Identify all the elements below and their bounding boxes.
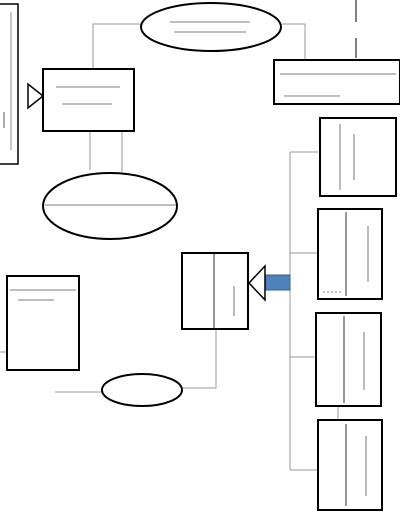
entity-center-box (181, 252, 249, 330)
entity-right-2-box (317, 208, 383, 300)
connectors (0, 23, 339, 471)
entity-top-center-box (42, 68, 135, 132)
ellipse-left-middle (42, 172, 178, 240)
ellipse-top (140, 2, 282, 52)
ellipse-bottom (101, 373, 183, 407)
entity-left-lower (6, 275, 80, 371)
entity-right-2 (317, 208, 383, 300)
entity-right-3-box (315, 312, 382, 407)
entity-left-edge (0, 3, 19, 165)
ellipse-top-shape (140, 2, 282, 52)
blue-block-arrow-shaft (263, 274, 291, 291)
entity-center (181, 252, 249, 330)
entity-top-right (273, 59, 400, 105)
hollow-triangle-arrow-icon (27, 82, 45, 110)
entity-right-4-box (317, 419, 383, 511)
connector-ellipse-to-top-right (282, 23, 306, 60)
blue-block-arrow-head (247, 264, 266, 302)
entity-left-lower-box (6, 275, 80, 371)
entity-right-1 (319, 117, 397, 197)
entity-right-4 (317, 419, 383, 511)
connector-top-center-to-ellipse (92, 23, 142, 68)
entity-right-3 (315, 312, 382, 407)
entity-top-center (42, 68, 135, 132)
ellipse-bottom-shape (101, 373, 183, 407)
blue-block-arrow-icon (247, 264, 291, 302)
entity-right-1-box (319, 117, 397, 197)
ellipse-left-middle-shape (42, 172, 178, 240)
entity-top-right-box (273, 59, 400, 105)
entity-left-edge-box (0, 3, 19, 165)
connector-center-to-ellipse-bottom (182, 330, 217, 389)
